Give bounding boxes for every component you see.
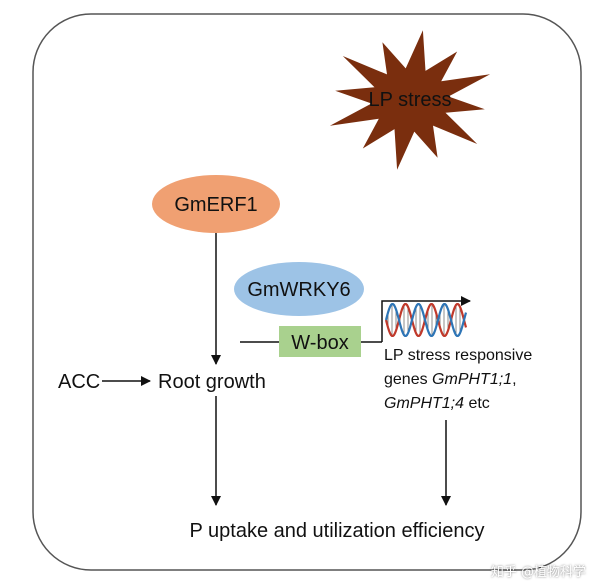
watermark: 知乎 @植物科学 [490,565,586,580]
gmerf1-ellipse [152,175,280,233]
genes-prefix: genes [384,371,432,388]
w-box-rect [279,326,361,357]
acc-label: ACC [58,371,100,393]
gmerf1-label: GmERF1 [174,194,257,216]
genes-label-line2: genes GmPHT1;1, [384,371,517,388]
genes-label-line3: GmPHT1;4 etc [384,395,490,412]
genes-label-line1: LP stress responsive [384,347,532,364]
gene-gmpht1-1: GmPHT1;1 [432,371,512,388]
root-growth-label: Root growth [158,371,266,393]
outer-frame [32,13,582,571]
genes-comma: , [512,371,516,388]
gmwrky6-label: GmWRKY6 [247,279,350,301]
gene-gmpht1-4: GmPHT1;4 [384,395,464,412]
genes-etc: etc [464,395,490,412]
lp-stress-star-icon [329,30,491,170]
dna-helix-icon [384,303,468,337]
transcription-start-arrow [381,296,471,342]
w-box-label: W-box [291,332,348,354]
gmwrky6-ellipse [234,262,364,316]
lp-stress-label: LP stress [369,89,452,111]
outcome-label: P uptake and utilization efficiency [189,520,484,542]
